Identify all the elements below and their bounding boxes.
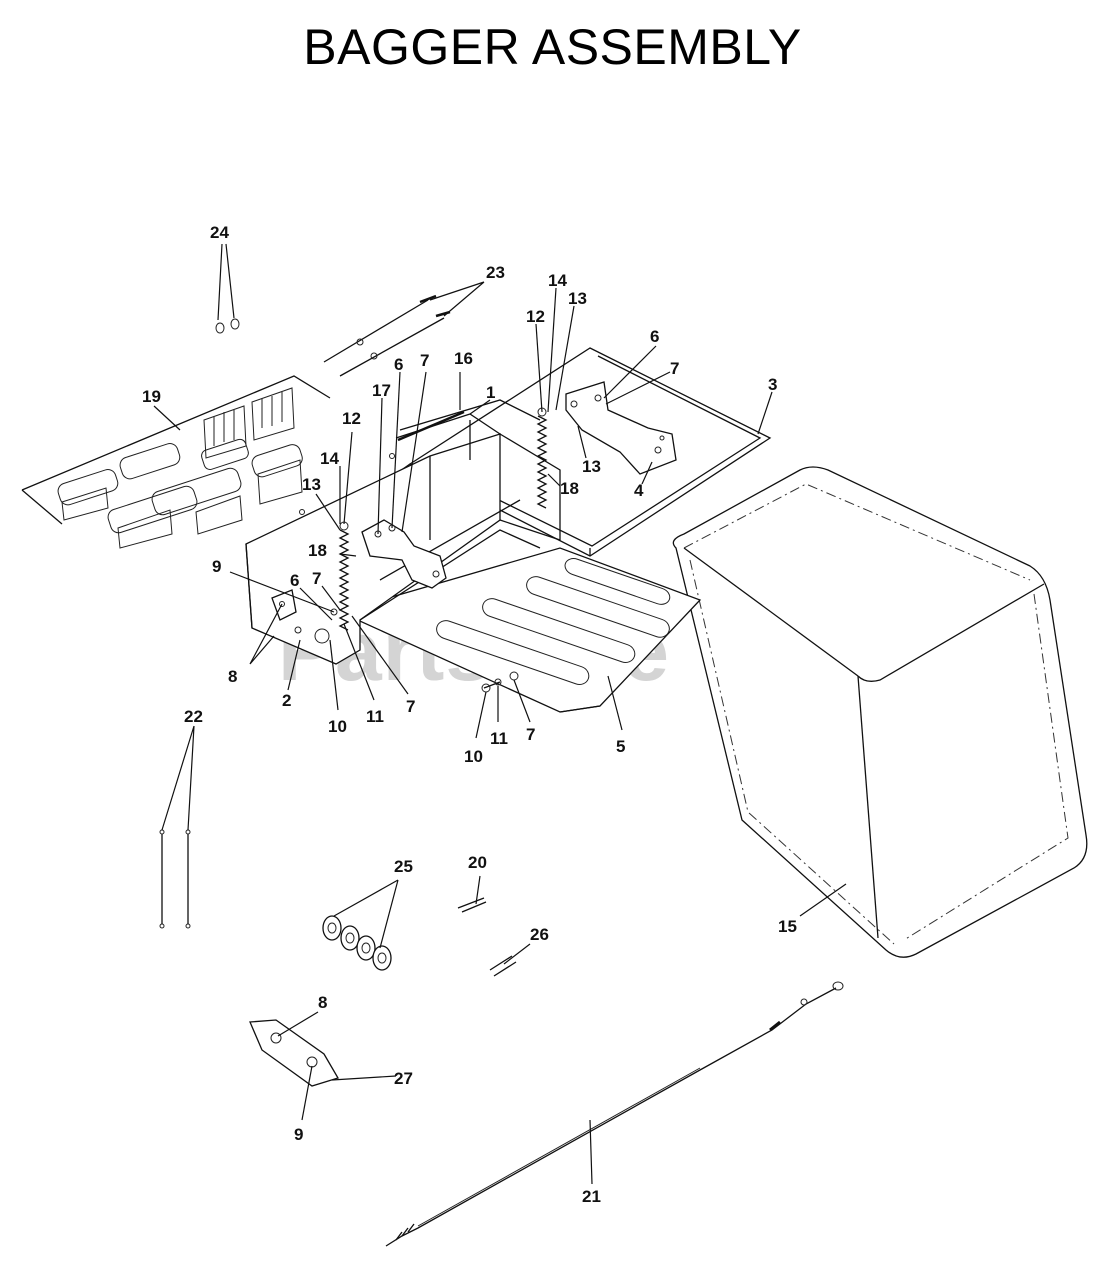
callout-11: 11	[366, 707, 384, 726]
rod-part-16	[397, 410, 465, 442]
callout-13: 13	[302, 475, 321, 494]
rings-part-24	[215, 318, 240, 334]
callout-3: 3	[768, 375, 777, 394]
callout-18: 18	[560, 479, 579, 498]
callout-leaders	[153, 243, 847, 1185]
callout-labels: 24 23 14 13 12 6 7 3 19 6 7 16 17 1 12 1…	[142, 223, 797, 1206]
callout-14: 14	[548, 271, 567, 290]
callout-10: 10	[328, 717, 347, 736]
callout-7: 7	[420, 351, 429, 370]
callout-26: 26	[530, 925, 549, 944]
callout-9: 9	[212, 557, 221, 576]
callout-24: 24	[210, 223, 229, 242]
left-bracket-part	[361, 519, 447, 589]
callout-7: 7	[670, 359, 679, 378]
callout-7: 7	[526, 725, 535, 744]
callout-14: 14	[320, 449, 339, 468]
callout-6: 6	[650, 327, 659, 346]
washers-part-25	[322, 915, 392, 971]
callout-2: 2	[282, 691, 291, 710]
callout-8: 8	[318, 993, 327, 1012]
pins-part-22	[159, 829, 191, 929]
rods-part-23	[323, 294, 451, 377]
hairpin-part-26	[489, 955, 517, 977]
callout-9: 9	[294, 1125, 303, 1144]
callout-12: 12	[342, 409, 361, 428]
callout-7: 7	[312, 569, 321, 588]
callout-11: 11	[490, 729, 508, 748]
callout-21: 21	[582, 1187, 601, 1206]
cotter-pin-part-20	[457, 897, 487, 913]
callout-13: 13	[568, 289, 587, 308]
callout-22: 22	[184, 707, 203, 726]
callout-6: 6	[290, 571, 299, 590]
callout-16: 16	[454, 349, 473, 368]
flap-kit-part	[21, 375, 331, 549]
callout-17: 17	[372, 381, 391, 400]
callout-15: 15	[778, 917, 797, 936]
callout-12: 12	[526, 307, 545, 326]
callout-5: 5	[616, 737, 625, 756]
cable-part-21	[385, 981, 844, 1247]
callout-13: 13	[582, 457, 601, 476]
callout-18: 18	[308, 541, 327, 560]
page-title: BAGGER ASSEMBLY	[303, 19, 802, 75]
callout-10: 10	[464, 747, 483, 766]
floor-panel-part	[338, 547, 702, 713]
plate-part-27	[249, 1019, 339, 1087]
callout-19: 19	[142, 387, 161, 406]
callout-1: 1	[486, 383, 495, 402]
callout-4: 4	[634, 481, 644, 500]
callout-8: 8	[228, 667, 237, 686]
right-bracket-part	[565, 381, 677, 475]
callout-7: 7	[406, 697, 415, 716]
bag-hood-part	[672, 466, 1088, 958]
callout-6: 6	[394, 355, 403, 374]
callout-23: 23	[486, 263, 505, 282]
callout-27: 27	[394, 1069, 413, 1088]
callout-25: 25	[394, 857, 413, 876]
callout-20: 20	[468, 853, 487, 872]
